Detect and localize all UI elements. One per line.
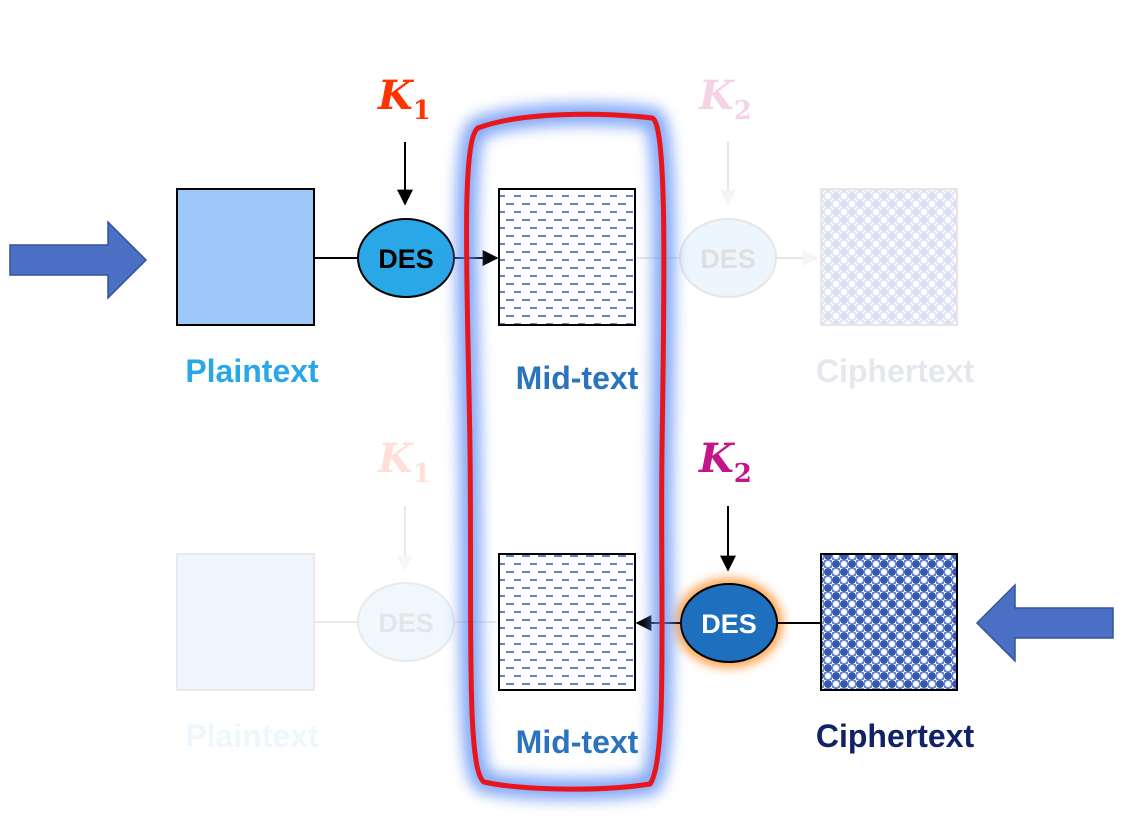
top-ciphertext-label-faded: Ciphertext xyxy=(816,353,975,389)
top-ciphertext-block-faded xyxy=(820,188,958,326)
top-des-label-faded: DES xyxy=(700,244,756,274)
input-arrow-right-icon xyxy=(975,583,1114,663)
top-midtext-label: Mid-text xyxy=(516,360,639,396)
top-plaintext-label: Plaintext xyxy=(185,353,319,389)
midtext-highlight-outline xyxy=(464,111,667,792)
bottom-des-label-faded: DES xyxy=(378,608,434,638)
bottom-des-label: DES xyxy=(701,609,757,639)
bottom-midtext-label: Mid-text xyxy=(516,724,639,760)
top-des-label: DES xyxy=(378,244,434,274)
bottom-plaintext-label-faded: Plaintext xyxy=(185,718,319,754)
bottom-ciphertext-label: Ciphertext xyxy=(816,718,975,754)
bottom-plaintext-block-faded xyxy=(176,553,315,691)
bottom-midtext-block xyxy=(498,553,636,691)
bottom-ciphertext-block xyxy=(820,553,958,691)
bottom-key-k1-faded: K1 xyxy=(377,435,431,489)
top-key-k1: K1 xyxy=(377,72,431,126)
input-arrow-left-icon xyxy=(9,220,148,300)
top-key-k2-faded: K2 xyxy=(698,72,752,126)
top-midtext-block xyxy=(498,188,636,326)
top-des-node-faded xyxy=(679,218,777,298)
top-plaintext-block xyxy=(176,188,315,326)
bottom-key-k2: K2 xyxy=(698,435,752,489)
bottom-des-node-faded xyxy=(357,582,455,662)
